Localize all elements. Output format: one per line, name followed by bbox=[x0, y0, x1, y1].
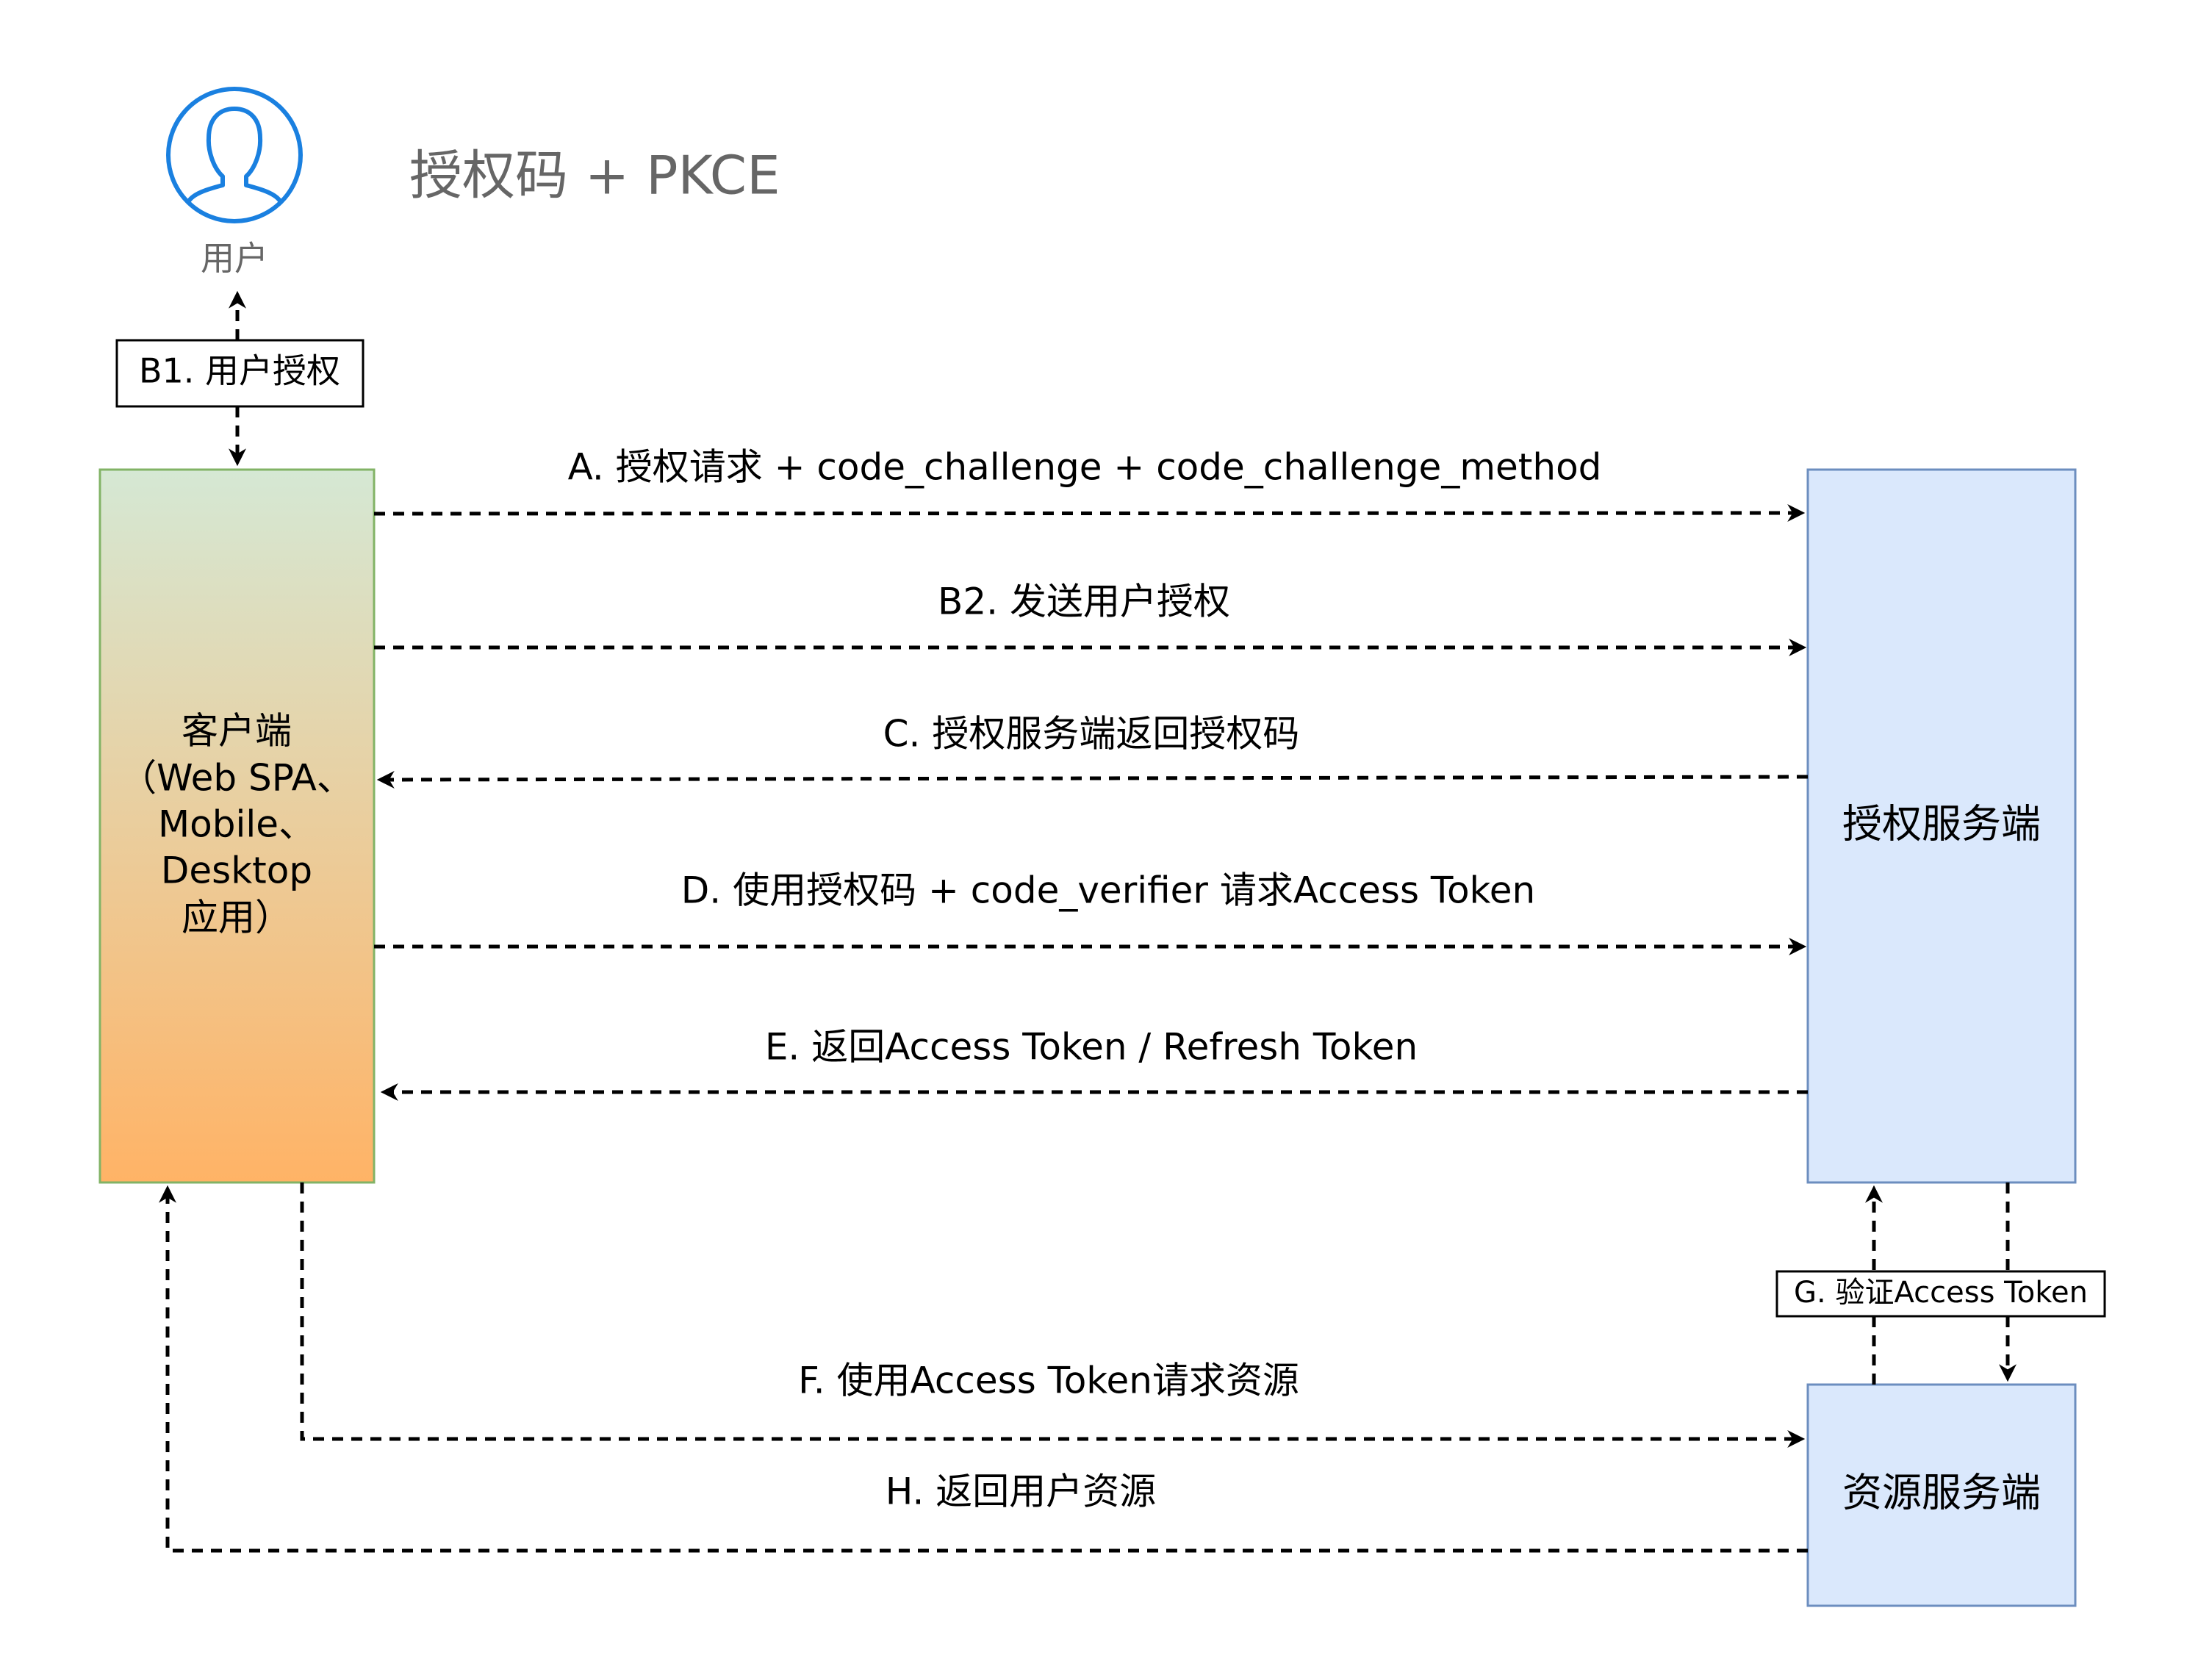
diagram-title: 授权码 + PKCE bbox=[409, 145, 780, 207]
client-label-line-1: 客户端 bbox=[182, 710, 292, 753]
flow-c-label: C. 授权服务端返回授权码 bbox=[883, 713, 1300, 755]
resource-server-box bbox=[1806, 1383, 2077, 1607]
b1-label-box bbox=[115, 339, 364, 408]
client-box bbox=[98, 468, 376, 1184]
flow-b2-label: B2. 发送用户授权 bbox=[938, 581, 1230, 623]
flow-g-label: G. 验证Access Token bbox=[1794, 1276, 2088, 1310]
client-label-line-4: Desktop bbox=[161, 850, 312, 892]
auth-server-label: 授权服务端 bbox=[1842, 801, 2041, 847]
flow-f-arrow bbox=[300, 1182, 1806, 1448]
resource-server-label: 资源服务端 bbox=[1842, 1470, 2041, 1516]
flow-e-label: E. 返回Access Token / Refresh Token bbox=[765, 1026, 1418, 1069]
flow-c-arrow bbox=[376, 770, 1809, 789]
client-label-line-3: Mobile、 bbox=[158, 803, 315, 846]
flow-a-arrow bbox=[373, 504, 1806, 523]
flow-a-label: A. 授权请求 + code_challenge + code_challeng… bbox=[568, 446, 1602, 489]
user-circle-icon bbox=[166, 87, 303, 223]
client-label-line-2: （Web SPA、 bbox=[120, 757, 353, 800]
flow-g-label-box bbox=[1775, 1270, 2106, 1318]
b1-label: B1. 用户授权 bbox=[139, 351, 340, 391]
flow-f-label: F. 使用Access Token请求资源 bbox=[798, 1360, 1299, 1402]
client-label-line-5: 应用） bbox=[182, 897, 292, 939]
flow-h-label: H. 返回用户资源 bbox=[886, 1471, 1157, 1513]
flow-d-label: D. 使用授权码 + code_verifier 请求Access Token bbox=[681, 869, 1535, 912]
user-label: 用户 bbox=[201, 239, 268, 279]
auth-server-box bbox=[1806, 468, 2077, 1184]
flow-h-arrow bbox=[159, 1185, 1808, 1553]
